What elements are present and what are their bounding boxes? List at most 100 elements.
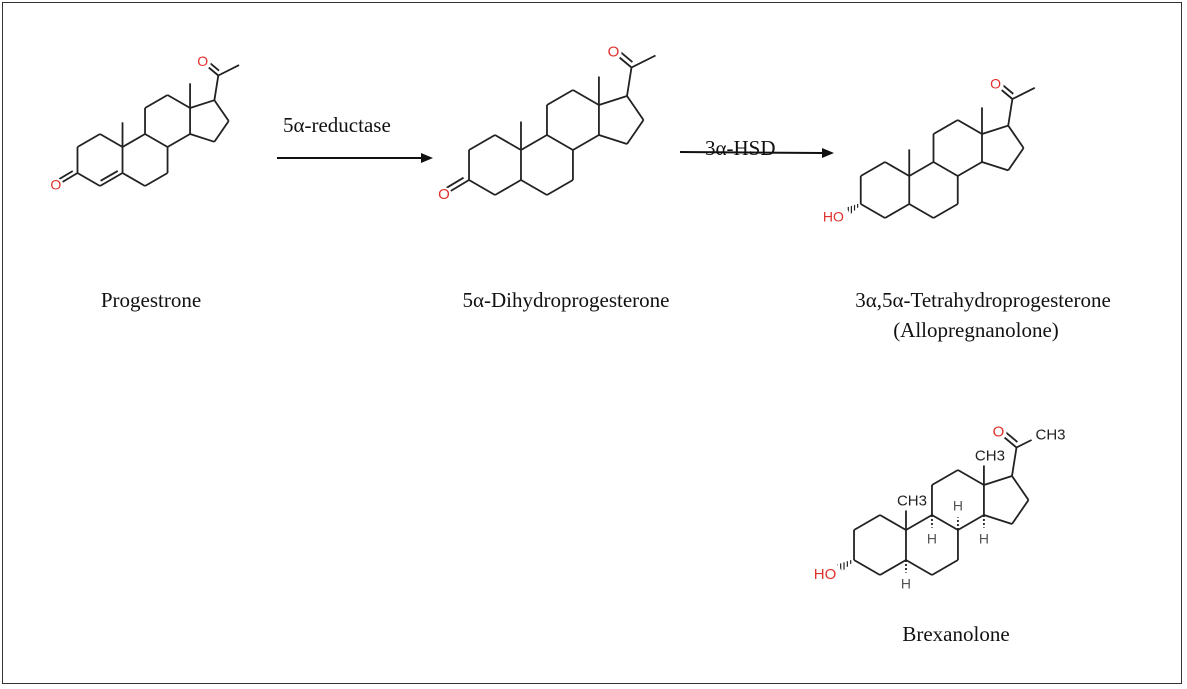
bond — [444, 176, 465, 190]
bond — [957, 514, 985, 531]
bond — [546, 134, 574, 151]
bond — [983, 514, 1013, 525]
bond — [77, 133, 101, 148]
bond — [572, 89, 600, 106]
bond — [520, 134, 548, 151]
bond — [853, 559, 881, 576]
bond — [879, 514, 907, 531]
bond — [860, 203, 886, 219]
bond — [468, 134, 496, 151]
bond — [957, 119, 983, 135]
bond — [99, 172, 123, 187]
bond — [1011, 475, 1030, 501]
methyl-label-c18: CH3 — [975, 447, 1005, 464]
bond — [546, 89, 574, 106]
bond — [631, 54, 656, 69]
label-mask — [974, 447, 993, 466]
hydrogen-label: H — [927, 531, 937, 547]
label-mask — [990, 424, 1007, 441]
bond — [957, 161, 983, 177]
label-mask — [816, 562, 842, 588]
compound-name-dihydroprogesterone: 5α-Dihydroprogesterone — [462, 288, 670, 312]
compound-name-progesterone: Progestrone — [100, 288, 202, 312]
bond — [213, 120, 230, 143]
bond — [213, 99, 230, 122]
compound-name-tetrahydroprogesterone: 3α,5α-Tetrahydroprogesterone — [855, 288, 1111, 312]
bond — [626, 119, 645, 145]
bond — [905, 514, 933, 531]
bond — [884, 161, 910, 177]
bond — [144, 172, 168, 187]
hydrogen-label: H — [979, 531, 989, 547]
bond — [217, 64, 240, 77]
hydrogen-label: H — [901, 576, 911, 592]
oxygen-label-c3: HO — [823, 209, 844, 225]
label-mask — [824, 205, 851, 231]
bond — [494, 179, 522, 196]
label-mask — [194, 54, 211, 71]
bond — [626, 67, 633, 97]
bond — [905, 559, 933, 576]
bond — [1011, 499, 1030, 525]
bond — [981, 161, 1009, 172]
bond — [77, 172, 101, 187]
bond — [572, 134, 600, 151]
bond — [957, 469, 985, 486]
oxygen-label-c20: O — [990, 76, 1001, 92]
bond — [520, 179, 548, 196]
compound-alias-allopregnanolone: (Allopregnanolone) — [893, 318, 1059, 342]
bond — [99, 133, 123, 148]
bond — [598, 95, 628, 106]
bond — [598, 134, 628, 145]
methyl-label-c19: CH3 — [897, 492, 927, 509]
label-mask — [47, 178, 64, 194]
bond — [144, 133, 168, 148]
bond — [1007, 147, 1025, 171]
label-mask — [896, 492, 915, 511]
bond — [144, 94, 168, 109]
bond — [879, 559, 907, 576]
oxygen-label-c3: O — [438, 186, 450, 203]
bond — [626, 95, 645, 121]
bond — [189, 133, 215, 143]
bond — [983, 475, 1013, 486]
bond — [933, 161, 959, 177]
bond — [860, 161, 886, 177]
bond — [853, 514, 881, 531]
methyl-label-c21: CH3 — [1035, 426, 1065, 443]
structure-dihydroprogesterone: OO — [436, 43, 656, 203]
bond — [167, 133, 191, 148]
bond — [931, 559, 959, 576]
bond — [100, 170, 119, 182]
bond — [1011, 447, 1018, 477]
bond — [468, 179, 496, 196]
bond — [933, 203, 959, 219]
label-mask — [1030, 425, 1051, 446]
oxygen-label-c3: O — [50, 177, 61, 193]
hydrogen-label: H — [953, 498, 963, 514]
bond — [189, 99, 215, 109]
enzyme-label-3a-hsd: 3α-HSD — [705, 136, 776, 160]
bond — [981, 124, 1009, 135]
compound-name-brexanolone: Brexanolone — [902, 622, 1010, 646]
bond — [122, 172, 146, 187]
bond — [1007, 125, 1025, 149]
oxygen-label-c20: O — [608, 43, 620, 60]
bond — [908, 203, 934, 219]
bond — [213, 75, 220, 101]
arrow-5a-reductase — [277, 153, 433, 163]
oxygen-label-c20: O — [197, 53, 208, 69]
arrow-3a-hsd — [679, 148, 834, 158]
structure-allopregnanolone: HO O — [823, 76, 1036, 231]
label-mask — [605, 44, 622, 61]
oxygen-label-c20: O — [993, 423, 1005, 440]
bond — [1007, 98, 1014, 126]
bond — [933, 119, 959, 135]
bond — [931, 469, 959, 486]
bond — [122, 133, 146, 148]
bond — [1011, 86, 1036, 100]
